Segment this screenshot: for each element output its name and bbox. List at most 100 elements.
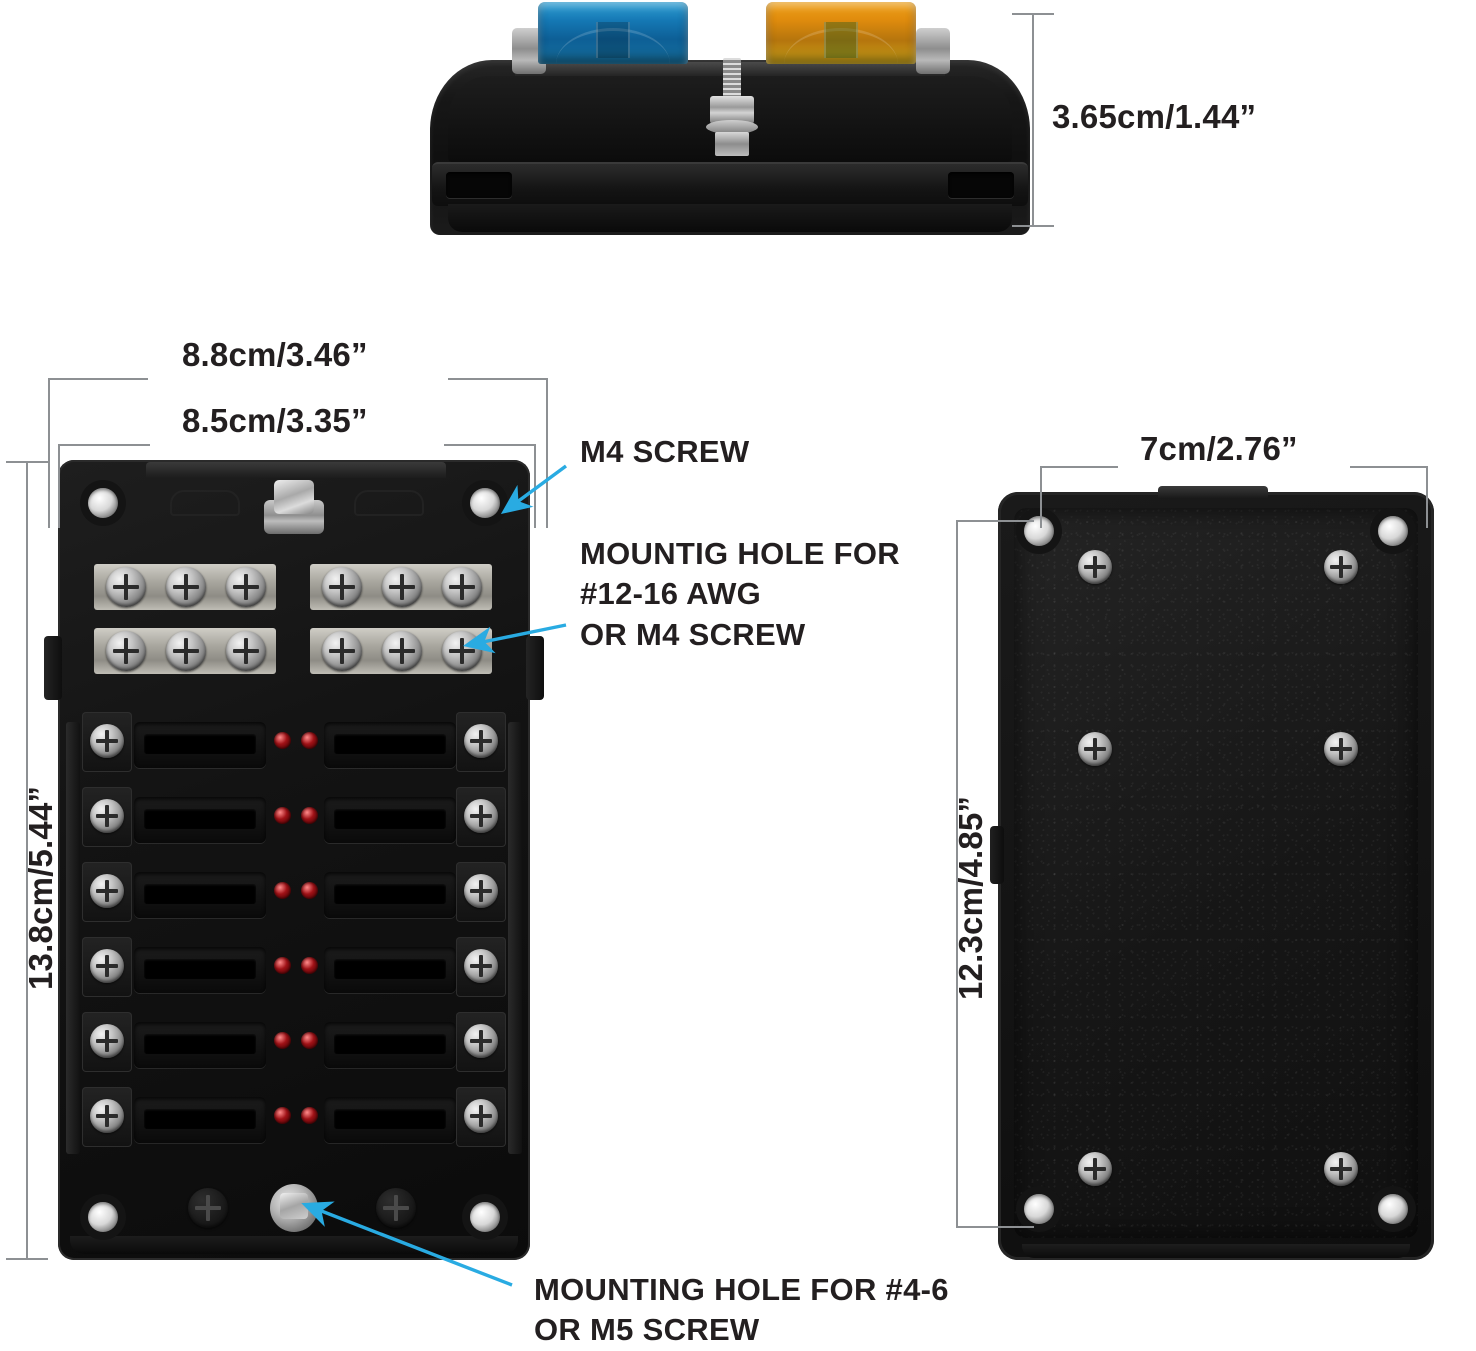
rear-top-notch [1158,486,1268,498]
side-height-dimension-label: 3.65cm/1.44” [1052,98,1257,135]
led-indicator [301,732,318,749]
circuit-terminal-screw [464,949,498,983]
led-indicator [301,1107,318,1124]
led-indicator [301,807,318,824]
fuse-slot [324,1097,456,1143]
terminal-screw [226,631,266,671]
rear-case-screw [1324,732,1358,766]
width-body-dimension-label: 8.5cm/3.35” [182,402,368,439]
led-indicator-pair [274,732,318,750]
led-indicator [301,957,318,974]
front-side-ear-right [526,636,544,700]
front-top-rim [146,462,446,478]
circuit-terminal-screw [464,1099,498,1133]
terminal-screw [322,631,362,671]
led-indicator [274,807,291,824]
height-tick-top [6,461,48,463]
terminal-screw [106,631,146,671]
width-outer-dimension-line-left [48,378,148,380]
front-side-ear-left [44,636,62,700]
width-body-extension-right [534,444,536,528]
rear-height-dimension-line [956,520,958,1228]
fuse-row [78,712,510,780]
led-indicator [274,882,291,899]
height-tick-bottom [6,1258,48,1260]
rear-mounting-hole-bottom-left [1024,1194,1054,1224]
circuit-terminal-screw [90,874,124,908]
width-outer-extension-left [48,378,50,528]
blue-blade-fuse [538,2,688,64]
side-terminal-endcap-right [916,28,950,74]
front-side-rail-right [508,722,522,1154]
fuse-row [78,937,510,1005]
fuse-slot [134,797,266,843]
leader-m5-screw [301,1201,513,1287]
width-outer-dimension-line-right [448,378,548,380]
rear-case-screw [1078,732,1112,766]
rear-mounting-hole-top-right [1378,516,1408,546]
height-dimension-line [26,462,28,1260]
callout-mounting-hole-4-6: MOUNTING HOLE FOR #4-6 OR M5 SCREW [534,1272,949,1348]
terminal-screw [226,567,266,607]
circuit-terminal-screw [464,1024,498,1058]
callout-m4-screw: M4 SCREW [580,434,750,469]
terminal-screw [322,567,362,607]
side-base-foot [448,204,1012,232]
rear-height-extension-bottom [956,1226,1034,1228]
circuit-terminal-screw [90,724,124,758]
width-outer-extension-right [546,378,548,528]
terminal-screw [166,567,206,607]
side-mounting-slot-left [446,172,512,198]
side-base-lip [432,162,1028,206]
led-indicator-pair [274,807,318,825]
fuse-row [78,787,510,855]
led-indicator-pair [274,1107,318,1125]
terminal-screw [106,567,146,607]
leader-awg-hole [463,623,567,654]
rear-bottom-lip [1022,1244,1410,1258]
rear-case-screw [1324,550,1358,584]
rear-width-extension-left [1040,466,1042,528]
led-indicator [274,1107,291,1124]
rear-case-screw [1078,550,1112,584]
callout-mounting-hole-awg: MOUNTIG HOLE FOR #12-16 AWG OR M4 SCREW [580,536,900,652]
mounting-hole-top-right [470,488,500,518]
circuit-terminal-screw [464,724,498,758]
circuit-terminal-screw [90,799,124,833]
fuse-slot [324,722,456,768]
width-outer-dimension-label: 8.8cm/3.46” [182,336,368,373]
fuse-slot [134,1097,266,1143]
fuse-slot [324,872,456,918]
terminal-screw [442,567,482,607]
circuit-terminal-screw [464,874,498,908]
circuit-terminal-screw [90,1024,124,1058]
terminal-screw [166,631,206,671]
led-indicator-pair [274,957,318,975]
rear-case-screw [1324,1152,1358,1186]
circuit-terminal-screw [90,1099,124,1133]
bottom-cover-screw-left [188,1188,228,1228]
fuse-slot [134,872,266,918]
front-emboss-right [354,490,424,516]
fuse-row [78,1012,510,1080]
rear-case-screw [1078,1152,1112,1186]
fuse-slot [324,947,456,993]
leader-m4-screw [500,464,568,515]
led-indicator [274,957,291,974]
rear-mounting-hole-bottom-right [1378,1194,1408,1224]
circuit-terminal-screw [464,799,498,833]
rear-width-dimension-line-right [1350,466,1428,468]
amber-blade-fuse [766,2,916,64]
led-indicator-pair [274,882,318,900]
top-center-stud [264,478,324,536]
front-side-rail-left [66,722,80,1154]
fuse-slot-matrix [78,712,510,1164]
led-indicator-pair [274,1032,318,1050]
fuse-slot [324,797,456,843]
fuse-row [78,1087,510,1155]
side-height-dimension-line [1032,14,1034,226]
width-body-dimension-line-left [58,444,150,446]
terminal-screw [382,567,422,607]
rear-height-extension-top [956,520,1034,522]
